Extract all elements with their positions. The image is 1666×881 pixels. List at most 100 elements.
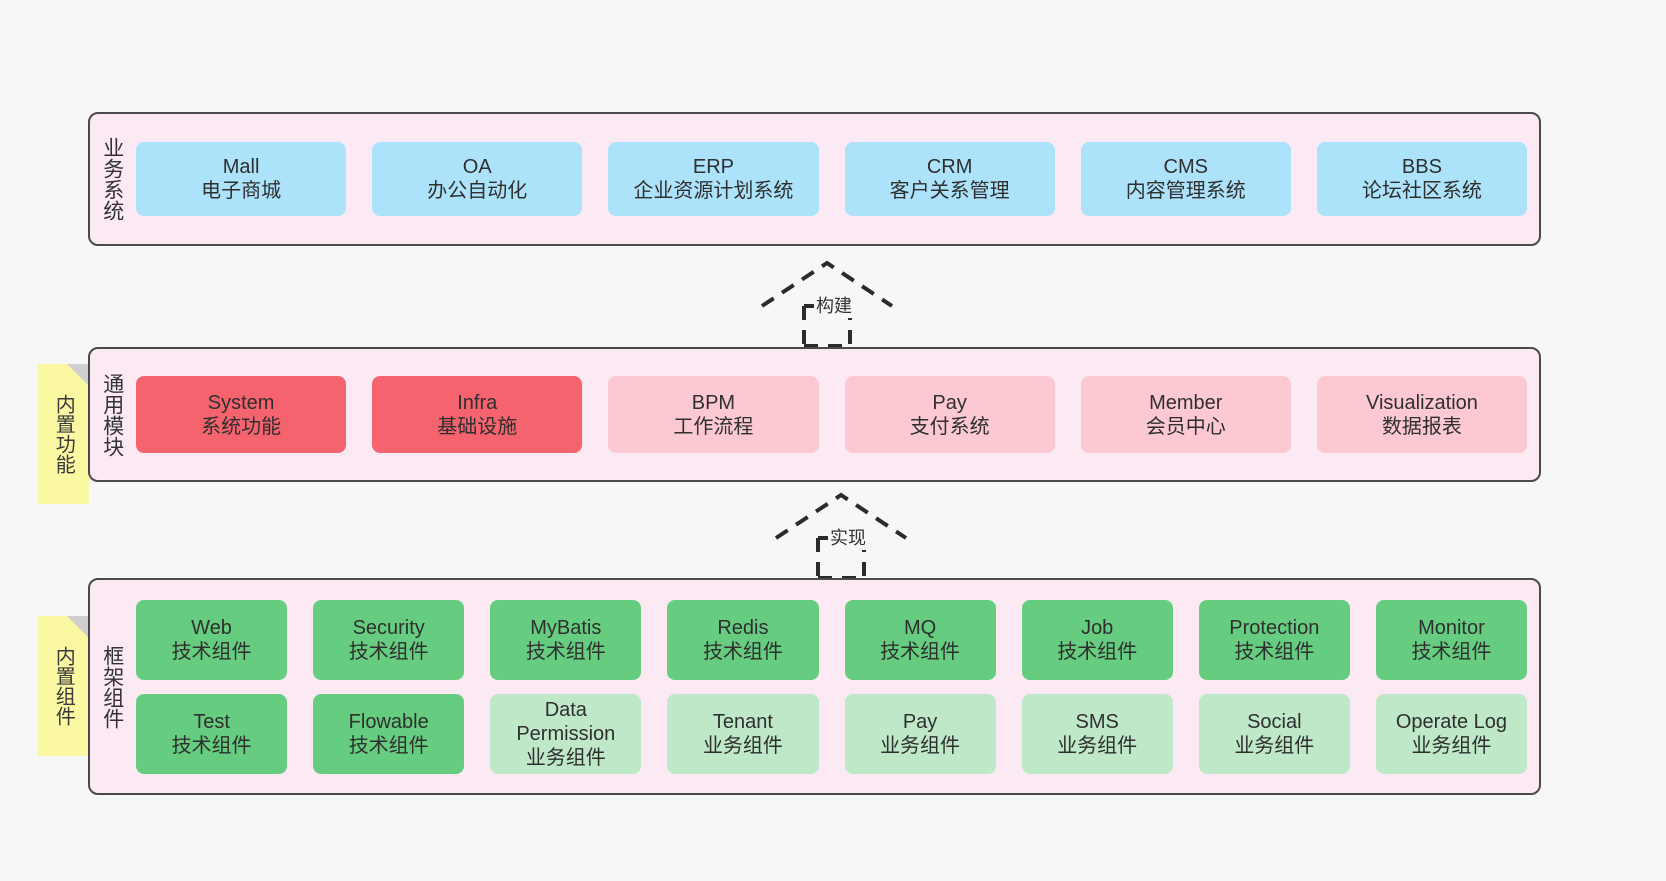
card-mall-desc: 电子商城 <box>201 180 282 202</box>
framework-components-row-1: Web 技术组件 Security 技术组件 MyBatis 技术组件 Redi… <box>136 599 1527 680</box>
card-bpm-desc: 工作流程 <box>673 415 754 438</box>
layer-common-modules-title: 通用模块 <box>100 372 124 457</box>
card-crm[interactable]: CRM 客户关系管理 <box>844 142 1055 216</box>
card-test-name: Test <box>193 710 230 733</box>
card-mq[interactable]: MQ 技术组件 <box>844 599 996 680</box>
card-sms-desc: 业务组件 <box>1057 734 1138 757</box>
layer-framework-components-title: 框架组件 <box>100 644 124 729</box>
card-redis[interactable]: Redis 技术组件 <box>667 599 819 680</box>
card-sms-name: SMS <box>1075 710 1119 733</box>
card-erp-desc: 企业资源计划系统 <box>633 180 794 202</box>
card-web[interactable]: Web 技术组件 <box>136 599 288 680</box>
card-cms-name: CMS <box>1163 156 1208 178</box>
card-test-desc: 技术组件 <box>171 734 252 757</box>
card-crm-desc: 客户关系管理 <box>889 180 1010 202</box>
card-infra[interactable]: Infra 基础设施 <box>372 376 583 453</box>
card-tenant-desc: 业务组件 <box>702 734 783 757</box>
card-pay-module[interactable]: Pay 支付系统 <box>844 376 1055 453</box>
card-tenant-name: Tenant <box>712 710 773 733</box>
card-member-name: Member <box>1149 391 1223 414</box>
card-crm-name: CRM <box>926 156 973 178</box>
card-mall[interactable]: Mall 电子商城 <box>136 142 347 216</box>
card-redis-desc: 技术组件 <box>702 640 783 663</box>
card-system[interactable]: System 系统功能 <box>136 376 347 453</box>
card-web-name: Web <box>191 616 232 639</box>
card-flowable[interactable]: Flowable 技术组件 <box>313 693 465 774</box>
layer-framework-components: 框架组件 Web 技术组件 Security 技术组件 MyBatis 技术组件… <box>88 578 1541 795</box>
layer-common-modules: 通用模块 System 系统功能 Infra 基础设施 BPM 工作流程 Pay… <box>88 347 1541 482</box>
card-operate-log[interactable]: Operate Log 业务组件 <box>1375 693 1527 774</box>
card-infra-name: Infra <box>457 391 498 414</box>
card-bbs[interactable]: BBS 论坛社区系统 <box>1316 142 1528 216</box>
card-pay-component-name: Pay <box>902 710 938 733</box>
connector-implement: 实现 <box>766 490 946 580</box>
card-member-desc: 会员中心 <box>1145 415 1226 438</box>
layer-business-systems: 业务系统 Mall 电子商城 OA 办公自动化 ERP 企业资源计划系统 CRM… <box>88 112 1541 246</box>
layer-business-systems-body: Mall 电子商城 OA 办公自动化 ERP 企业资源计划系统 CRM 客户关系… <box>134 114 1539 244</box>
card-cms[interactable]: CMS 内容管理系统 <box>1080 142 1291 216</box>
card-security[interactable]: Security 技术组件 <box>313 599 465 680</box>
card-protection-name: Protection <box>1229 616 1320 639</box>
connector-build: 构建 <box>752 258 932 348</box>
connector-implement-label: 实现 <box>828 524 868 550</box>
card-system-name: System <box>207 391 275 414</box>
layer-framework-components-body: Web 技术组件 Security 技术组件 MyBatis 技术组件 Redi… <box>134 580 1539 793</box>
card-mybatis-desc: 技术组件 <box>525 640 606 663</box>
note-fold-corner-icon <box>67 616 89 638</box>
card-bpm[interactable]: BPM 工作流程 <box>608 376 819 453</box>
card-tenant[interactable]: Tenant 业务组件 <box>667 693 819 774</box>
card-oa-desc: 办公自动化 <box>427 180 528 202</box>
connector-build-label: 构建 <box>814 292 854 318</box>
card-flowable-desc: 技术组件 <box>348 734 429 757</box>
card-monitor[interactable]: Monitor 技术组件 <box>1375 599 1527 680</box>
card-pay-module-desc: 支付系统 <box>909 415 990 438</box>
card-member[interactable]: Member 会员中心 <box>1080 376 1291 453</box>
card-social-desc: 业务组件 <box>1234 734 1315 757</box>
card-erp-name: ERP <box>692 156 734 178</box>
card-security-desc: 技术组件 <box>348 640 429 663</box>
card-pay-component[interactable]: Pay 业务组件 <box>844 693 996 774</box>
card-visualization[interactable]: Visualization 数据报表 <box>1316 376 1528 453</box>
card-social-name: Social <box>1247 710 1302 733</box>
note-builtin-components: 内置组件 <box>37 616 89 756</box>
card-oa[interactable]: OA 办公自动化 <box>372 142 583 216</box>
card-monitor-desc: 技术组件 <box>1411 640 1492 663</box>
card-web-desc: 技术组件 <box>171 640 252 663</box>
note-fold-corner-icon <box>67 364 89 386</box>
card-cms-desc: 内容管理系统 <box>1125 180 1246 202</box>
card-operate-log-name: Operate Log <box>1395 710 1508 733</box>
card-security-name: Security <box>352 616 425 639</box>
card-pay-component-desc: 业务组件 <box>880 734 961 757</box>
card-oa-name: OA <box>462 156 492 178</box>
card-bbs-name: BBS <box>1401 156 1442 178</box>
card-mybatis-name: MyBatis <box>530 616 602 639</box>
card-operate-log-desc: 业务组件 <box>1411 734 1492 757</box>
note-builtin-features-label: 内置功能 <box>52 394 75 474</box>
card-mq-name: MQ <box>903 616 937 639</box>
card-mall-name: Mall <box>222 156 260 178</box>
card-mq-desc: 技术组件 <box>880 640 961 663</box>
card-test[interactable]: Test 技术组件 <box>136 693 288 774</box>
card-bpm-name: BPM <box>691 391 736 414</box>
card-mybatis[interactable]: MyBatis 技术组件 <box>490 599 642 680</box>
card-system-desc: 系统功能 <box>201 415 282 438</box>
layer-common-modules-body: System 系统功能 Infra 基础设施 BPM 工作流程 Pay 支付系统… <box>134 349 1539 480</box>
card-job-desc: 技术组件 <box>1057 640 1138 663</box>
card-erp[interactable]: ERP 企业资源计划系统 <box>608 142 819 216</box>
card-data-permission[interactable]: Data Permission 业务组件 <box>490 693 642 774</box>
card-data-permission-desc: 业务组件 <box>525 746 606 769</box>
common-modules-row: System 系统功能 Infra 基础设施 BPM 工作流程 Pay 支付系统… <box>136 376 1528 453</box>
card-protection[interactable]: Protection 技术组件 <box>1198 599 1350 680</box>
card-protection-desc: 技术组件 <box>1234 640 1315 663</box>
card-job-name: Job <box>1081 616 1114 639</box>
note-builtin-features: 内置功能 <box>37 364 89 504</box>
card-visualization-name: Visualization <box>1365 391 1478 414</box>
card-infra-desc: 基础设施 <box>437 415 518 438</box>
card-social[interactable]: Social 业务组件 <box>1198 693 1350 774</box>
card-monitor-name: Monitor <box>1418 616 1485 639</box>
card-job[interactable]: Job 技术组件 <box>1021 599 1173 680</box>
card-sms[interactable]: SMS 业务组件 <box>1021 693 1173 774</box>
card-data-permission-name: Data Permission <box>516 698 616 745</box>
layer-business-systems-title: 业务系统 <box>100 137 124 221</box>
